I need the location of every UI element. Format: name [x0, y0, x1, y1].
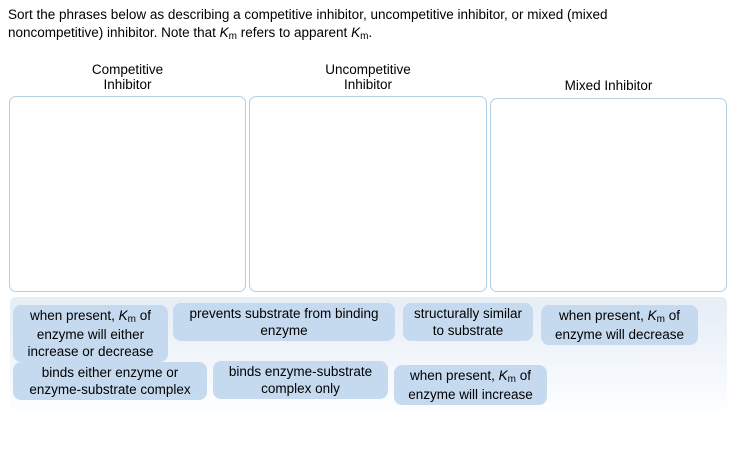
bin-label-line: Inhibitor — [343, 77, 393, 92]
bin-label-line: Uncompetitive — [325, 62, 411, 77]
bin-label-competitive: Competitive Inhibitor — [9, 62, 246, 92]
drop-zone-competitive[interactable] — [9, 96, 246, 292]
bin-label-line: Competitive — [91, 62, 164, 77]
bin-label-line: Mixed Inhibitor — [564, 78, 653, 93]
drop-zone-mixed[interactable] — [490, 98, 727, 292]
bin-label-line: Inhibitor — [103, 77, 152, 92]
instructions-text: Sort the phrases below as describing a c… — [8, 7, 608, 42]
drop-zone-uncompetitive[interactable] — [249, 96, 487, 292]
bin-label-uncompetitive: Uncompetitive Inhibitor — [249, 62, 487, 92]
bin-label-mixed: Mixed Inhibitor — [490, 78, 727, 93]
